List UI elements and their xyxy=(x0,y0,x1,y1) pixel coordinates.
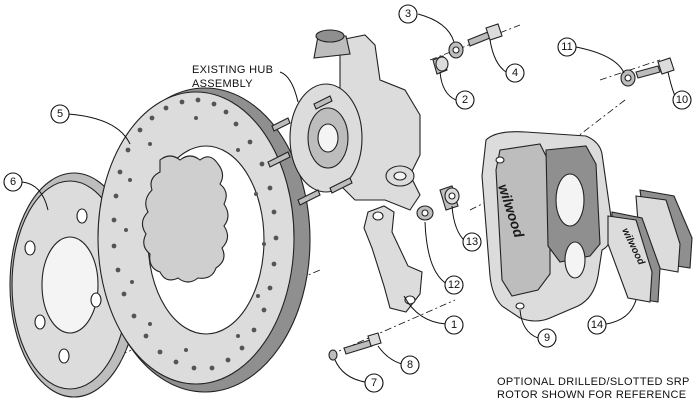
callout-11-label: 11 xyxy=(561,41,572,53)
bolt-10 xyxy=(635,57,675,79)
washer-7 xyxy=(328,349,338,361)
callout-14: 14 xyxy=(587,299,637,335)
washer-3 xyxy=(448,41,464,59)
callout-7: 7 xyxy=(334,359,384,393)
callout-9-label: 9 xyxy=(544,332,550,344)
spacer-washer-12 xyxy=(416,205,434,221)
callout-12: 12 xyxy=(424,221,464,295)
caliper: wilwood xyxy=(481,131,613,322)
callout-2-label: 2 xyxy=(462,94,468,106)
callout-10-label: 10 xyxy=(676,94,688,106)
callout-4: 4 xyxy=(489,39,525,83)
callout-9: 9 xyxy=(519,309,557,348)
callout-6: 6 xyxy=(3,172,49,211)
wheel-studs xyxy=(267,95,353,206)
callout-5-label: 5 xyxy=(57,108,63,120)
callout-8: 8 xyxy=(377,345,420,375)
brake-pads: wilwood xyxy=(607,189,693,303)
callout-3: 3 xyxy=(398,4,455,43)
hub-assembly xyxy=(267,29,421,211)
callout-14-label: 14 xyxy=(591,319,603,331)
spacer-2 xyxy=(432,55,449,75)
callout-5: 5 xyxy=(50,104,131,145)
callout-13-label: 13 xyxy=(466,236,478,248)
hub-label-line2: ASSEMBLY xyxy=(192,78,253,90)
bolt-4 xyxy=(467,23,503,47)
note-line1: OPTIONAL DRILLED/SLOTTED SRP xyxy=(497,376,690,388)
callout-2: 2 xyxy=(439,71,475,110)
note-line2: ROTOR SHOWN FOR REFERENCE xyxy=(497,389,686,401)
callout-1-label: 1 xyxy=(451,319,457,331)
callout-6-label: 6 xyxy=(10,176,16,188)
bolt-8 xyxy=(343,332,382,355)
callout-10: 10 xyxy=(667,71,692,110)
hub-label-line1: EXISTING HUB xyxy=(192,64,273,76)
washer-11 xyxy=(620,69,636,87)
rotor-drill-holes xyxy=(111,97,279,371)
callout-7-label: 7 xyxy=(371,377,377,389)
reference-note: OPTIONAL DRILLED/SLOTTED SRP ROTOR SHOWN… xyxy=(497,376,690,401)
spacer-13 xyxy=(439,185,460,211)
callout-12-label: 12 xyxy=(448,279,460,291)
caliper-bracket xyxy=(363,205,423,313)
rotor xyxy=(97,87,311,393)
callout-8-label: 8 xyxy=(407,359,413,371)
callout-1: 1 xyxy=(403,295,464,335)
hub-label: EXISTING HUB ASSEMBLY xyxy=(192,64,299,103)
callout-3-label: 3 xyxy=(405,8,411,20)
callout-13: 13 xyxy=(451,205,482,252)
callout-11: 11 xyxy=(557,37,625,74)
callout-4-label: 4 xyxy=(512,67,518,79)
